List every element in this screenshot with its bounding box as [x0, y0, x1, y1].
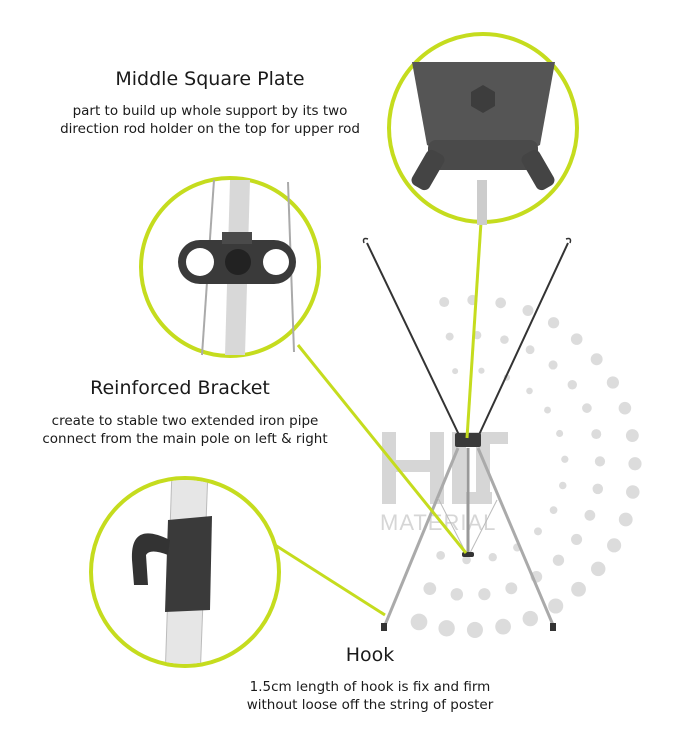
callout-title-bracket: Reinforced Bracket	[90, 377, 270, 399]
watermark-dot	[548, 360, 558, 370]
watermark-dot	[592, 483, 604, 495]
watermark-dot	[423, 582, 437, 595]
watermark-dot	[488, 553, 497, 562]
callout-desc-middle-plate: part to build up whole support by its tw…	[0, 102, 420, 138]
desc-line: direction rod holder on the top for uppe…	[60, 121, 360, 137]
desc-line: part to build up whole support by its tw…	[72, 103, 348, 119]
watermark-dot	[436, 550, 446, 560]
watermark-dot	[478, 588, 491, 601]
watermark-dot	[522, 305, 534, 316]
watermark-dot	[495, 618, 511, 635]
watermark-dot	[534, 527, 542, 536]
watermark-dot	[571, 533, 583, 545]
watermark-dot	[606, 376, 620, 389]
watermark-dot	[590, 353, 603, 366]
detail-reinforced-bracket	[139, 176, 321, 358]
watermark-dot	[495, 297, 506, 309]
callout-desc-hook: 1.5cm length of hook is fix and firm wit…	[220, 678, 520, 714]
watermark-dot	[410, 613, 428, 631]
watermark-dot	[549, 506, 558, 515]
watermark-dot	[452, 368, 459, 375]
callout-lines	[274, 221, 483, 617]
svg-text:MATERIAL: MATERIAL	[380, 510, 496, 535]
watermark-dot	[570, 333, 583, 345]
watermark-dot	[628, 457, 642, 471]
watermark-dot	[544, 406, 551, 414]
watermark-dot	[571, 581, 586, 597]
watermark-dot	[552, 554, 565, 566]
watermark-dot	[547, 317, 560, 329]
watermark-dot	[594, 456, 606, 467]
watermark-dot	[445, 332, 454, 341]
watermark-dot	[500, 335, 509, 344]
callout-title-hook: Hook	[345, 644, 395, 666]
watermark-dot	[548, 598, 564, 614]
watermark-dot	[438, 620, 455, 637]
watermark-dot	[466, 621, 483, 638]
watermark-dot	[584, 509, 596, 521]
watermark-dot	[591, 561, 606, 577]
watermark-dot	[567, 380, 577, 390]
watermark-dot	[462, 555, 471, 565]
watermark-dot	[626, 485, 640, 499]
watermark-dot	[556, 429, 564, 438]
callout-desc-bracket: create to stable two extended iron pipe …	[0, 412, 370, 448]
watermark-dot	[439, 297, 450, 308]
watermark-dots	[410, 294, 642, 638]
watermark-dot	[582, 403, 592, 413]
middle-plate	[455, 433, 481, 447]
desc-line: 1.5cm length of hook is fix and firm	[249, 679, 491, 695]
watermark-dot	[525, 345, 535, 355]
watermark-dot	[526, 387, 533, 395]
x-banner-stand	[362, 237, 572, 631]
callout-title-middle-plate: Middle Square Plate	[115, 68, 305, 90]
watermark-dot	[561, 455, 569, 463]
watermark-dot	[478, 367, 485, 374]
watermark-dot	[607, 538, 622, 553]
watermark-dot	[591, 429, 602, 440]
desc-line: connect from the main pole on left & rig…	[42, 431, 328, 447]
detail-middle-plate	[387, 32, 579, 225]
detail-hook	[89, 476, 281, 668]
desc-line: without loose off the string of poster	[246, 697, 494, 713]
watermark-dot	[618, 401, 632, 415]
watermark-dot	[559, 481, 567, 490]
desc-line: create to stable two extended iron pipe	[51, 413, 319, 429]
watermark-dot	[450, 588, 464, 601]
watermark-dot	[625, 429, 639, 442]
watermark-dot	[505, 582, 518, 595]
watermark-dot	[522, 610, 538, 627]
watermark-dot	[618, 512, 633, 527]
